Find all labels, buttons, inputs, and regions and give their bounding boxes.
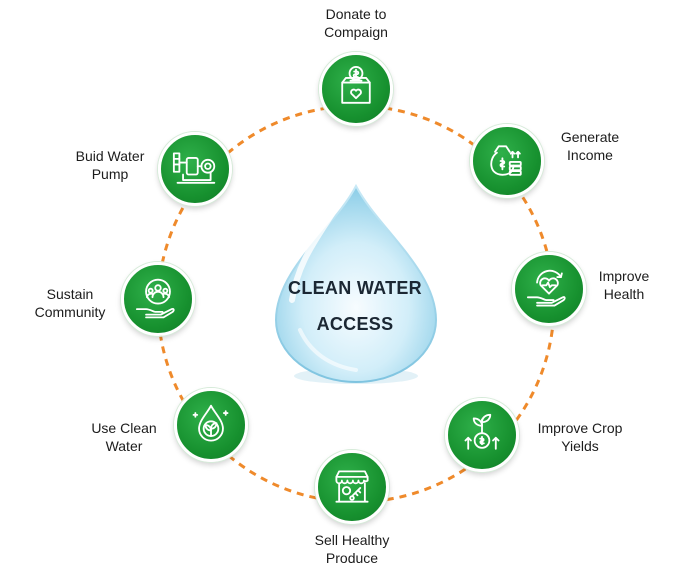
label-line: Use Clean (91, 420, 157, 436)
label-line: Water (105, 438, 143, 454)
label-use-clean-water: Use Clean Water (54, 419, 194, 455)
community-hand-icon (121, 262, 195, 336)
label-line: Health (603, 286, 645, 302)
label-buid-water-pump: Buid Water Pump (40, 147, 180, 183)
label-line: Compaign (324, 24, 388, 40)
label-line: Buid Water (75, 148, 145, 164)
label-line: Income (567, 147, 613, 163)
label-line: Produce (325, 550, 379, 566)
label-sustain-community: Sustain Community (0, 285, 140, 321)
plant-growth-icon (445, 398, 519, 472)
label-sell-healthy-produce: Sell Healthy Produce (282, 531, 422, 567)
produce-stall-icon (315, 450, 389, 524)
money-bag-icon (470, 124, 544, 198)
heart-in-hand-icon (512, 252, 586, 326)
label-line: Donate to (325, 6, 387, 22)
label-line: Community (34, 304, 106, 320)
donation-box-icon (319, 52, 393, 126)
label-line: Sell Healthy (314, 532, 390, 548)
label-generate-income: Generate Income (520, 128, 660, 164)
water-drop-leaf-icon (174, 388, 248, 462)
label-line: Improve Crop (537, 420, 623, 436)
label-improve-crop-yields: Improve Crop Yields (510, 419, 650, 455)
label-improve-health: Improve Health (554, 267, 694, 303)
label-line: Improve (598, 268, 650, 284)
center-title-line1: CLEAN WATER (288, 278, 422, 298)
label-line: Yields (561, 438, 599, 454)
label-line: Sustain (46, 286, 94, 302)
label-donate-to-compaign: Donate to Compaign (286, 5, 426, 41)
label-line: Generate (560, 129, 620, 145)
center-title-line2: ACCESS (316, 314, 394, 334)
label-line: Pump (91, 166, 129, 182)
water-pump-icon (158, 132, 232, 206)
